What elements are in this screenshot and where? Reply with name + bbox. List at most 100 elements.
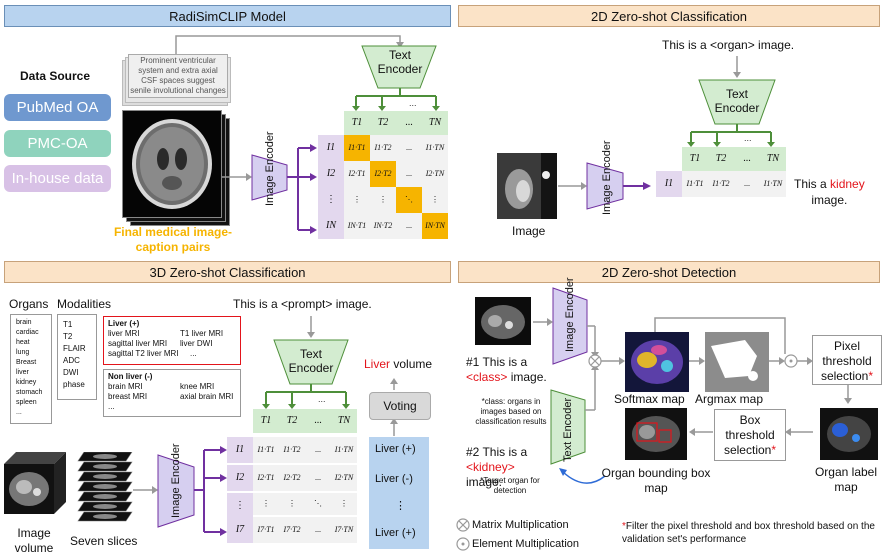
- p2-cell: I1·T1: [682, 171, 708, 197]
- liver-pos-item: liver MRI: [108, 329, 140, 338]
- votes-column: Liver (+) Liver (-) ⋮ Liver (+): [369, 437, 429, 549]
- organ-bbox-map-image: [625, 408, 687, 460]
- p3-cell: ⋱: [305, 493, 331, 515]
- p3-prompt: This is a <prompt> image.: [233, 297, 372, 311]
- data-source-inhouse: In-house data: [4, 165, 111, 192]
- p1-col-header: TN: [422, 111, 448, 135]
- p3-col-header: ...: [305, 409, 331, 433]
- p2-matrix: T1 T2 ... TN I1 I1·T1 I1·T2 ... I1·TN: [656, 147, 788, 199]
- p4-connectors: [456, 287, 852, 551]
- p4-input-ct: [475, 297, 531, 345]
- p2-result-suffix: image.: [811, 193, 848, 207]
- p3-row-header: ⋮: [227, 493, 253, 519]
- p2-col-header: ...: [734, 147, 760, 171]
- liver-pos-item: sagittal T2 liver MRI: [108, 349, 179, 358]
- p1-cell: I2·TN: [422, 161, 448, 187]
- organ-item: kidney: [16, 379, 37, 386]
- data-source-title: Data Source: [20, 69, 91, 83]
- p1-connectors: ...: [175, 35, 440, 234]
- p3-cell: ⋮: [253, 493, 279, 515]
- prompt1-a: #1 This is a: [466, 355, 528, 369]
- caption-text: Prominent ventricular system and extra a…: [128, 54, 228, 98]
- liver-pos-item: ...: [190, 349, 197, 358]
- modality-item: T1: [63, 320, 73, 329]
- legend-element-mult: Element Multiplication: [472, 538, 579, 550]
- liver-neg-item: knee MRI: [180, 382, 215, 391]
- footnote-text: Filter the pixel threshold and box thres…: [622, 521, 875, 545]
- p3-cell: ⋮: [331, 493, 357, 515]
- prompt2-a: #2 This is a: [466, 445, 528, 459]
- svg-text:...: ...: [409, 98, 417, 108]
- p3-cell: ...: [305, 465, 331, 491]
- p3-cell: I1·TN: [331, 437, 357, 463]
- liver-neg-item: breast MRI: [108, 392, 148, 401]
- seven-slices: [76, 451, 134, 526]
- p1-cell-diag: I2·T2: [370, 161, 396, 187]
- pixel-threshold-box: Pixel threshold selection*: [812, 335, 882, 385]
- p3-cell: I2·T2: [279, 465, 305, 491]
- data-source-pubmed: PubMed OA: [4, 94, 111, 121]
- p1-image-encoder: Image Encoder: [264, 131, 276, 206]
- p2-col-header: T1: [682, 147, 708, 171]
- p3-col-header: TN: [331, 409, 357, 433]
- legend-matrix-mult: Matrix Multiplication: [472, 519, 569, 531]
- p3-cell: ...: [305, 437, 331, 463]
- p1-cell: ⋮: [422, 187, 448, 213]
- organ-item: ...: [16, 409, 22, 416]
- p4-image-encoder: Image Encoder: [564, 277, 576, 352]
- p1-row-header: I1: [318, 135, 344, 161]
- prompt1-class: <class>: [466, 370, 508, 384]
- liver-pos-item: sagittal liver MRI: [108, 339, 168, 348]
- softmax-map-image: [625, 332, 689, 392]
- liver-volume-word: Liver: [364, 357, 391, 371]
- prompt2: #2 This is a <kidney> image.: [466, 445, 550, 490]
- p3-row-header: I7: [227, 517, 253, 543]
- p1-cell-diag: I1·T1: [344, 135, 370, 161]
- p2-image-encoder: Image Encoder: [601, 140, 613, 215]
- organ-item: Breast: [16, 359, 37, 366]
- p1-cell: ...: [396, 161, 422, 187]
- organs-label: Organs: [9, 297, 49, 311]
- p3-cell: ⋮: [279, 493, 305, 515]
- p1-cell: IN·T2: [370, 213, 396, 239]
- p2-col-header: T2: [708, 147, 734, 171]
- modality-item: phase: [63, 380, 85, 389]
- argmax-label: Argmax map: [695, 392, 764, 406]
- panel-title-3d-classification: 3D Zero-shot Classification: [4, 261, 451, 283]
- p1-row-header: ⋮: [318, 187, 344, 213]
- organ-item: stomach: [16, 389, 43, 396]
- seven-slices-label: Seven slices: [70, 534, 138, 548]
- pixel-threshold-label: Pixel threshold selection: [820, 339, 872, 383]
- box-threshold-box: Box threshold selection*: [714, 409, 786, 461]
- p2-prompt: This is a <organ> image.: [662, 38, 795, 52]
- softmax-label: Softmax map: [614, 392, 685, 406]
- prompt2-note: *Target organ for detection: [480, 476, 540, 495]
- vote-item: Liver (-): [375, 473, 413, 485]
- p2-cell: I1·T2: [708, 171, 734, 197]
- image-volume-label: Image volume: [14, 526, 54, 555]
- liver-neg-item: axial brain MRI: [180, 392, 234, 401]
- p3-cell: I7·T2: [279, 517, 305, 543]
- p4-text-encoder: Text Encoder: [562, 397, 574, 462]
- liver-neg-item: brain MRI: [108, 382, 143, 391]
- organ-item: liver: [16, 369, 29, 376]
- svg-text:...: ...: [318, 394, 326, 404]
- p2-result-prefix: This a: [794, 177, 827, 191]
- p1-cell: I2·T1: [344, 161, 370, 187]
- p1-matrix: T1 T2 ... TN I1 I2 ⋮ IN I1·T1 I1·T2 ... …: [318, 111, 448, 241]
- organ-label-map-image: [820, 408, 878, 460]
- p1-cell-diag: ⋱: [396, 187, 422, 213]
- p2-text-encoder: Text Encoder: [714, 87, 760, 115]
- organ-item: brain: [16, 319, 32, 326]
- vote-item: Liver (+): [375, 527, 416, 539]
- panel-title-2d-classification: 2D Zero-shot Classification: [458, 5, 880, 27]
- liver-pos-item: liver DWI: [180, 339, 213, 348]
- liver-positive-title: Liver (+): [108, 319, 140, 328]
- p1-cell: ⋮: [370, 187, 396, 213]
- p1-row-header: IN: [318, 213, 344, 239]
- modality-item: ADC: [63, 356, 80, 365]
- prompt2-kidney: <kidney>: [466, 460, 515, 474]
- vote-item: ⋮: [395, 500, 406, 512]
- p2-result: This a kidney image.: [794, 176, 865, 208]
- p3-matrix: T1 T2 ... TN I1 I2 ⋮ I7 I1·T1 I1·T2 ... …: [227, 409, 359, 543]
